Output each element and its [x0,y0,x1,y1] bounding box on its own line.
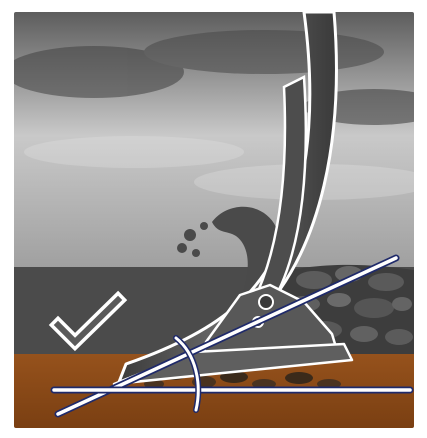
bolt [259,295,273,309]
tillage-scene [14,12,414,428]
soil-clod [200,222,208,230]
soil-clod [184,229,196,241]
soil-clod [177,243,187,253]
soil-clod [192,249,200,257]
scene-svg [14,12,414,428]
